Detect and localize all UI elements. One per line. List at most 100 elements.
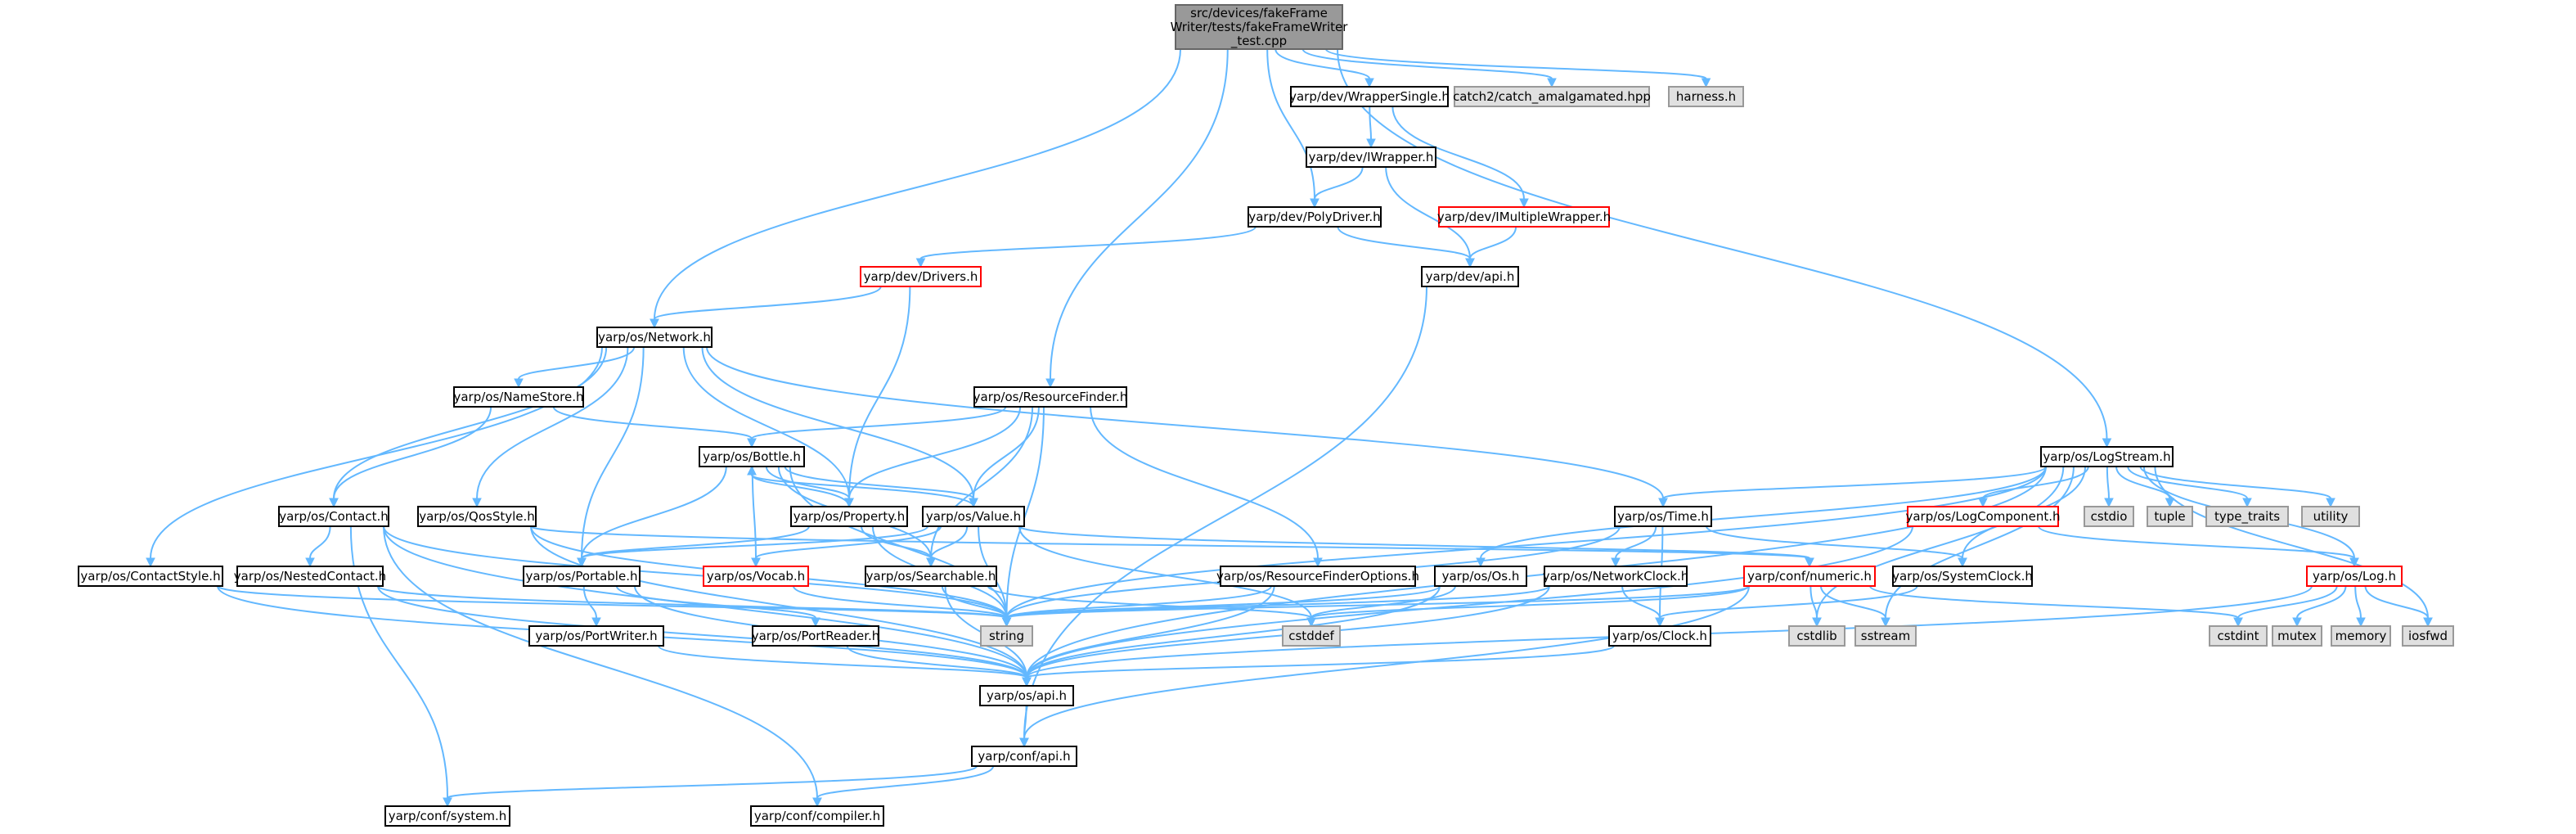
node-os-h[interactable]: yarp/os/Os.h	[1434, 566, 1527, 587]
node-polydriver[interactable]: yarp/dev/PolyDriver.h	[1248, 206, 1382, 228]
node-portwriter[interactable]: yarp/os/PortWriter.h	[528, 625, 664, 647]
node-box	[1854, 625, 1917, 647]
node-cstdio[interactable]: cstdio	[2084, 506, 2134, 527]
edge-arrowhead	[2349, 557, 2359, 568]
node-utility[interactable]: utility	[2301, 506, 2360, 527]
node-searchable[interactable]: yarp/os/Searchable.h	[865, 566, 997, 587]
edge-arrowhead	[2423, 617, 2433, 628]
edge-line	[1469, 226, 1517, 259]
edge-arrowhead	[1465, 258, 1475, 268]
node-label: utility	[2313, 509, 2349, 524]
node-iwrapper[interactable]: yarp/dev/IWrapper.h	[1306, 147, 1436, 168]
node-sstream[interactable]: sstream	[1854, 625, 1917, 647]
node-string[interactable]: string	[980, 625, 1033, 647]
node-cstddef[interactable]: cstddef	[1282, 625, 1341, 647]
node-conf-api[interactable]: yarp/conf/api.h	[971, 746, 1077, 767]
node-clock[interactable]: yarp/os/Clock.h	[1608, 625, 1711, 647]
node-contact[interactable]: yarp/os/Contact.h	[278, 506, 389, 527]
node-value[interactable]: yarp/os/Value.h	[922, 506, 1025, 527]
node-log[interactable]: yarp/os/Log.h	[2306, 566, 2403, 587]
node-drivers[interactable]: yarp/dev/Drivers.h	[860, 266, 982, 287]
node-box	[2147, 506, 2193, 527]
node-label: yarp/os/Searchable.h	[866, 569, 996, 584]
edge-line	[476, 346, 629, 499]
node-type-traits[interactable]: type_traits	[2205, 506, 2289, 527]
node-bottle[interactable]: yarp/os/Bottle.h	[699, 446, 805, 467]
node-box	[2402, 625, 2454, 647]
node-box	[1438, 206, 1610, 228]
node-vocab[interactable]: yarp/os/Vocab.h	[703, 566, 809, 587]
node-contactstyle[interactable]: yarp/os/ContactStyle.h	[78, 566, 223, 587]
edge-line	[581, 525, 810, 559]
node-numeric[interactable]: yarp/conf/numeric.h	[1743, 566, 1876, 587]
edge-arrowhead	[1306, 617, 1316, 628]
edge-line	[654, 286, 882, 320]
node-label: yarp/os/NestedContact.h	[234, 569, 386, 584]
node-root[interactable]: src/devices/fakeFrameWriter/tests/fakeFr…	[1171, 4, 1349, 50]
node-portable[interactable]: yarp/os/Portable.h	[523, 566, 641, 587]
edge-value-to-bottle	[747, 465, 974, 507]
edge-property-to-portable	[577, 525, 810, 568]
node-wrapper-single[interactable]: yarp/dev/WrapperSingle.h	[1289, 86, 1450, 107]
edge-arrowhead	[2242, 498, 2252, 508]
node-qosstyle[interactable]: yarp/os/QosStyle.h	[417, 506, 537, 527]
node-cstdlib[interactable]: cstdlib	[1788, 625, 1845, 647]
edge-line	[1018, 525, 1810, 559]
edge-portable-to-portreader	[615, 585, 820, 628]
node-box	[1434, 566, 1527, 587]
edge-line	[1023, 585, 1750, 739]
node-label: cstdio	[2091, 509, 2128, 524]
node-resourcefinder[interactable]: yarp/os/ResourceFinder.h	[973, 386, 1128, 408]
edge-line	[930, 525, 969, 559]
edge-line	[518, 346, 636, 380]
node-harness[interactable]: harness.h	[1668, 86, 1744, 107]
edge-line	[1005, 585, 1272, 619]
node-time[interactable]: yarp/os/Time.h	[1614, 506, 1712, 527]
edge-line	[377, 585, 1027, 678]
node-box	[1668, 86, 1744, 107]
edge-log-to-cstdint	[2233, 585, 2338, 628]
node-namestore[interactable]: yarp/os/NameStore.h	[453, 386, 584, 408]
node-os-api[interactable]: yarp/os/api.h	[979, 685, 1074, 706]
node-mutex[interactable]: mutex	[2272, 625, 2322, 647]
node-cstdint[interactable]: cstdint	[2209, 625, 2268, 647]
node-tuple[interactable]: tuple	[2147, 506, 2193, 527]
node-label: src/devices/fakeFrame	[1190, 6, 1328, 20]
node-label: yarp/dev/api.h	[1426, 269, 1515, 284]
edge-line	[765, 466, 850, 499]
node-nestedcontact[interactable]: yarp/os/NestedContact.h	[234, 566, 386, 587]
node-label: sstream	[1861, 629, 1910, 643]
edge-line	[1337, 48, 2108, 440]
node-dev-api[interactable]: yarp/dev/api.h	[1421, 266, 1519, 287]
node-box	[703, 566, 809, 587]
edge-line	[582, 585, 597, 619]
edge-line	[1391, 106, 1525, 200]
node-logcomponent[interactable]: yarp/os/LogComponent.h	[1905, 506, 2061, 527]
node-conf-system[interactable]: yarp/conf/system.h	[384, 805, 510, 827]
node-rfoptions[interactable]: yarp/os/ResourceFinderOptions.h	[1216, 566, 1419, 587]
edge-arrowhead	[1958, 557, 1967, 568]
node-portreader[interactable]: yarp/os/PortReader.h	[752, 625, 880, 647]
node-label: catch2/catch_amalgamated.hpp	[1453, 89, 1651, 105]
node-label: Writer/tests/fakeFrameWriter	[1171, 20, 1349, 34]
edge-logcomponent-to-log	[2038, 525, 2359, 568]
node-network[interactable]: yarp/os/Network.h	[596, 327, 713, 348]
node-box	[865, 566, 997, 587]
edge-line	[1337, 226, 1471, 259]
node-label: yarp/dev/WrapperSingle.h	[1289, 89, 1450, 104]
node-label: yarp/os/api.h	[987, 688, 1067, 703]
node-logstream[interactable]: yarp/os/LogStream.h	[2040, 446, 2174, 467]
edge-line	[1026, 645, 1615, 678]
node-catch2[interactable]: catch2/catch_amalgamated.hpp	[1453, 86, 1651, 107]
node-networkclock[interactable]: yarp/os/NetworkClock.h	[1543, 566, 1689, 587]
node-memory[interactable]: memory	[2331, 625, 2391, 647]
edge-contactstyle-to-string	[217, 585, 1012, 628]
edge-line	[784, 466, 974, 499]
edge-root-to-resourcefinder	[1045, 48, 1229, 389]
node-systemclock[interactable]: yarp/os/SystemClock.h	[1892, 566, 2033, 587]
node-conf-compiler[interactable]: yarp/conf/compiler.h	[750, 805, 884, 827]
node-property[interactable]: yarp/os/Property.h	[790, 506, 908, 527]
node-imultiplewrapper[interactable]: yarp/dev/IMultipleWrapper.h	[1437, 206, 1611, 228]
edge-line	[333, 346, 608, 499]
node-iosfwd[interactable]: iosfwd	[2402, 625, 2454, 647]
